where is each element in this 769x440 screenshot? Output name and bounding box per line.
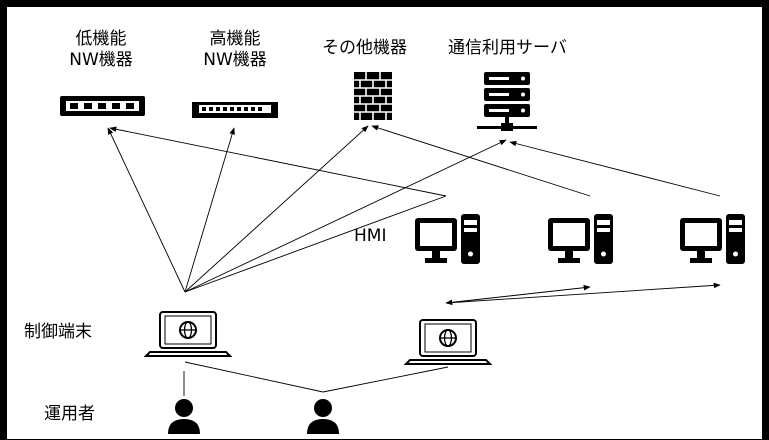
network-switch-icon [60, 96, 145, 116]
operator-label: 運用者 [44, 404, 95, 424]
link-hmi1-low-nw [109, 126, 447, 197]
low-nw-label: 低機能 NW機器 [66, 29, 136, 71]
control-terminal-laptop-2-icon [405, 319, 491, 365]
comm-server-label: 通信利用サーバ [448, 38, 567, 58]
control-terminal-label: 制御端末 [24, 322, 92, 342]
server-stack-icon [477, 72, 537, 131]
operator-2-icon [307, 399, 339, 434]
link-terminal-hmi1 [184, 195, 447, 293]
link-hmi1-hmi2 [445, 284, 591, 306]
low-nw-label-line1: 低機能 [75, 29, 127, 49]
link-terminal-high-nw [184, 127, 235, 293]
link-terminal-operator2 [184, 361, 324, 393]
link-terminal-low-nw [107, 127, 186, 293]
high-nw-label-line2: NW機器 [203, 50, 267, 70]
rack-router-icon [192, 102, 278, 118]
hmi-computer-3-icon [680, 214, 745, 264]
hmi-computer-2-icon [548, 214, 613, 264]
other-device-label: その他機器 [322, 38, 407, 58]
high-nw-label: 高機能 NW機器 [200, 29, 270, 71]
link-operator2-terminal2 [322, 366, 449, 393]
control-terminal-laptop-1-icon [145, 311, 231, 357]
firewall-brick-icon [354, 72, 392, 120]
hmi-label: HMI [354, 226, 387, 246]
low-nw-label-line2: NW機器 [69, 50, 133, 70]
operator-1-icon [168, 399, 200, 434]
link-hmi2-other [371, 125, 591, 197]
link-hmi3-server [509, 140, 721, 197]
link-terminal-other [184, 125, 369, 293]
high-nw-label-line1: 高機能 [209, 29, 261, 49]
link-terminal-server [184, 139, 507, 293]
connection-lines [107, 125, 721, 396]
hmi-computer-1-icon [415, 214, 480, 264]
link-hmi1-hmi3 [445, 282, 721, 304]
